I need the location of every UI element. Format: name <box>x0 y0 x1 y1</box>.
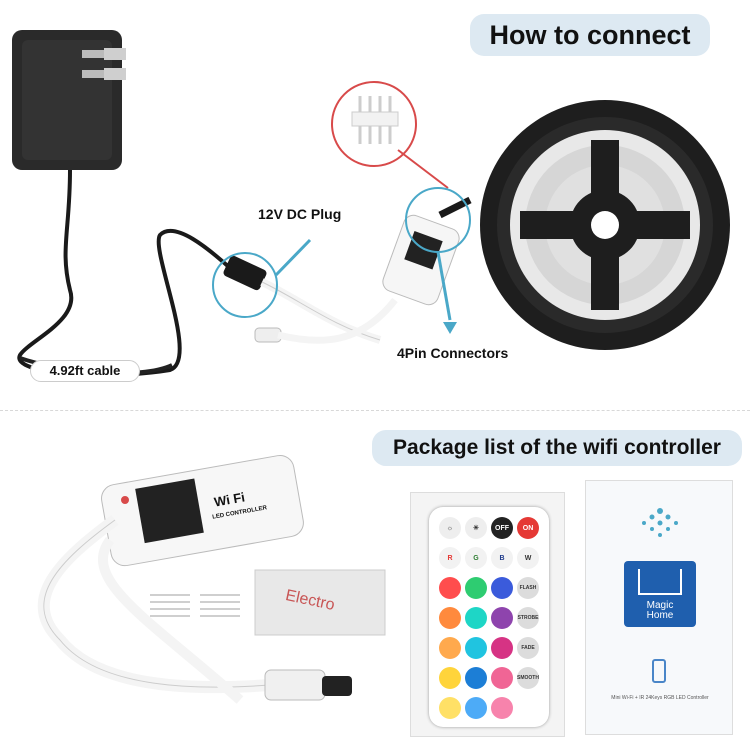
color-button <box>439 637 461 659</box>
dc-plug-label: 12V DC Plug <box>258 206 342 222</box>
brightness-up-button: ☀ <box>465 517 487 539</box>
color-button <box>439 607 461 629</box>
wifi-controller-bottom <box>37 454 352 704</box>
cable-length-label: 4.92ft cable <box>30 360 140 382</box>
callout-red <box>331 81 449 189</box>
red-button: R <box>439 547 461 569</box>
callout-blue-plug <box>212 238 312 318</box>
color-button <box>465 697 487 719</box>
brightness-down-button: ☼ <box>439 517 461 539</box>
app-name-line1: Magic <box>646 600 674 611</box>
color-button <box>439 697 461 719</box>
blue-button: B <box>491 547 513 569</box>
callout-blue-connector <box>405 187 471 334</box>
wifi-dots-icon <box>642 508 678 537</box>
color-button <box>439 667 461 689</box>
flash-button: FLASH <box>517 577 539 599</box>
package-title: Package list of the wifi controller <box>372 430 742 466</box>
color-button <box>465 607 487 629</box>
off-button: OFF <box>491 517 513 539</box>
power-adapter <box>12 30 232 377</box>
ir-remote: ☼ ☀ OFF ON R G B W FLASH STROBE FADE SMO… <box>429 507 549 727</box>
pin-connectors <box>150 594 240 617</box>
wifi-controller-top <box>382 196 472 306</box>
color-button <box>465 637 487 659</box>
ir-remote-box: ☼ ☀ OFF ON R G B W FLASH STROBE FADE SMO… <box>410 492 565 737</box>
manual-caption: Mini Wi-Fi + IR 24Keys RGB LED Controlle… <box>611 695 709 701</box>
color-button <box>491 637 513 659</box>
color-button <box>491 667 513 689</box>
smooth-button: SMOOTH <box>517 667 539 689</box>
header-title: How to connect <box>470 14 710 56</box>
white-button: W <box>517 547 539 569</box>
on-button: ON <box>517 517 539 539</box>
led-strip-reel <box>480 100 730 350</box>
strobe-button: STROBE <box>517 607 539 629</box>
color-button <box>465 577 487 599</box>
fade-button: FADE <box>517 637 539 659</box>
connector-label: 4Pin Connectors <box>397 345 509 361</box>
instruction-manual: Magic Home Mini Wi-Fi + IR 24Keys RGB LE… <box>585 480 733 735</box>
color-button <box>491 577 513 599</box>
color-button <box>465 667 487 689</box>
green-button: G <box>465 547 487 569</box>
color-button <box>491 697 513 719</box>
magic-home-logo: Magic Home <box>624 561 696 627</box>
adhesive-tape <box>254 569 386 636</box>
color-button <box>491 607 513 629</box>
phone-icon <box>652 659 666 683</box>
color-button <box>439 577 461 599</box>
app-name-line2: Home <box>646 610 674 621</box>
dc-plug <box>223 255 398 344</box>
section-divider <box>0 410 750 411</box>
home-icon <box>638 569 682 595</box>
